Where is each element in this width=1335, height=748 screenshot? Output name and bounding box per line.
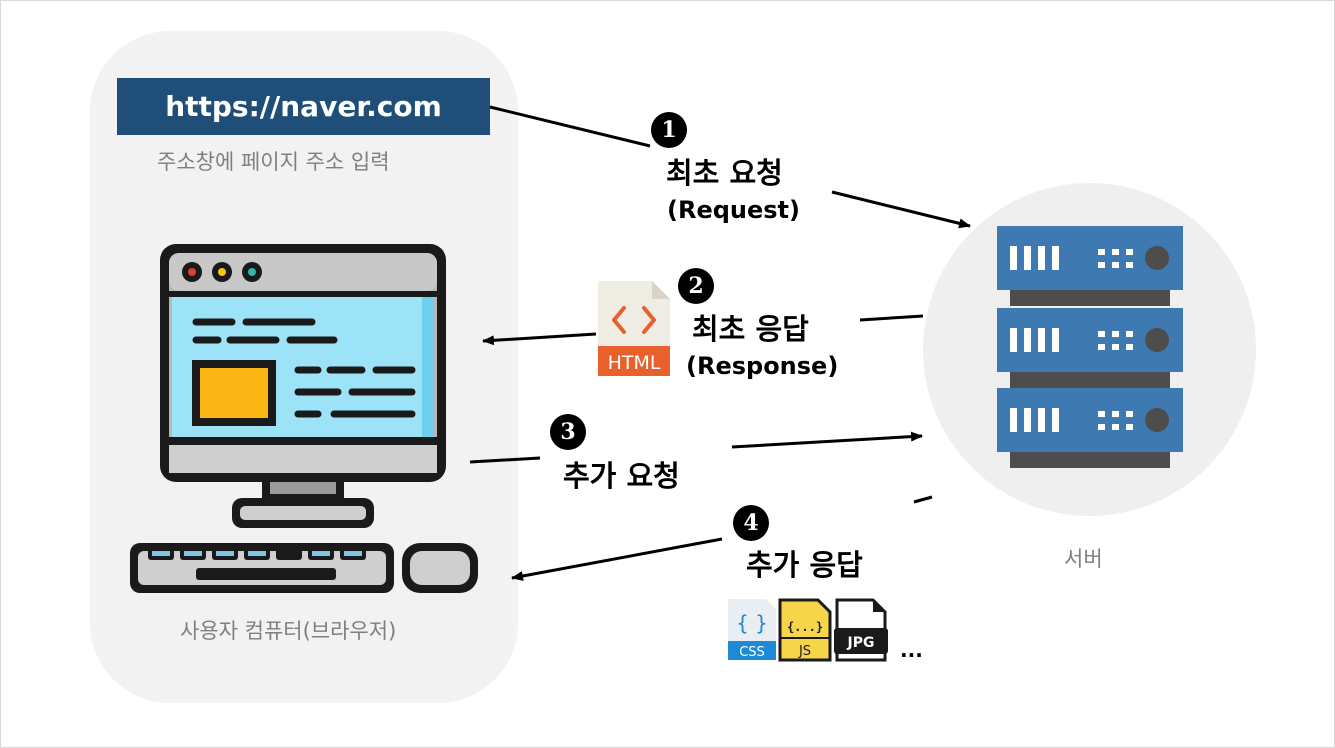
response-arrow [482, 332, 597, 346]
step-1-title: 최초 요청 [666, 156, 783, 190]
step-1-subtitle: (Request) [667, 196, 800, 224]
server-caption: 서버 [1064, 547, 1103, 571]
keyboard-icon [130, 543, 394, 593]
step-2-subtitle: (Response) [686, 352, 839, 380]
request-arrow [831, 190, 971, 229]
css-file-glyph: { } [736, 611, 768, 635]
address-bar: https://naver.com [117, 78, 490, 135]
request-line-a [489, 105, 651, 148]
css-file-icon: { } CSS [728, 599, 776, 660]
step-4-title: 추가 응답 [746, 548, 863, 582]
server-rack-icon [997, 226, 1183, 468]
js-file-glyph: {...} [787, 620, 823, 634]
monitor-icon [160, 244, 446, 528]
step-3-title: 추가 요청 [563, 459, 680, 493]
extra-request-arrow [731, 431, 923, 449]
extra-response-arrow [511, 537, 723, 581]
jpg-file-label: JPG [847, 635, 875, 651]
css-file-label: CSS [739, 645, 765, 660]
html-file-icon: HTML [598, 281, 670, 376]
js-file-label: JS [798, 644, 811, 659]
client-caption: 사용자 컴퓨터(브라우저) [180, 619, 397, 643]
mouse-icon [402, 543, 478, 593]
jpg-file-icon: JPG [834, 598, 888, 662]
html-file-label: HTML [608, 352, 661, 374]
step-4-badge: 4 [733, 505, 769, 541]
address-bar-caption: 주소창에 페이지 주소 입력 [157, 150, 390, 174]
step-2-title: 최초 응답 [692, 312, 809, 346]
js-file-icon: {...} JS [778, 598, 832, 662]
more-files-ellipsis: ... [900, 638, 923, 662]
step-2-badge: 2 [678, 268, 714, 304]
step-3-badge: 3 [550, 414, 586, 450]
step-1-badge: 1 [651, 112, 687, 148]
extra-response-line-a [913, 495, 933, 504]
extra-request-line-a [469, 456, 541, 464]
response-line-a [859, 314, 924, 322]
